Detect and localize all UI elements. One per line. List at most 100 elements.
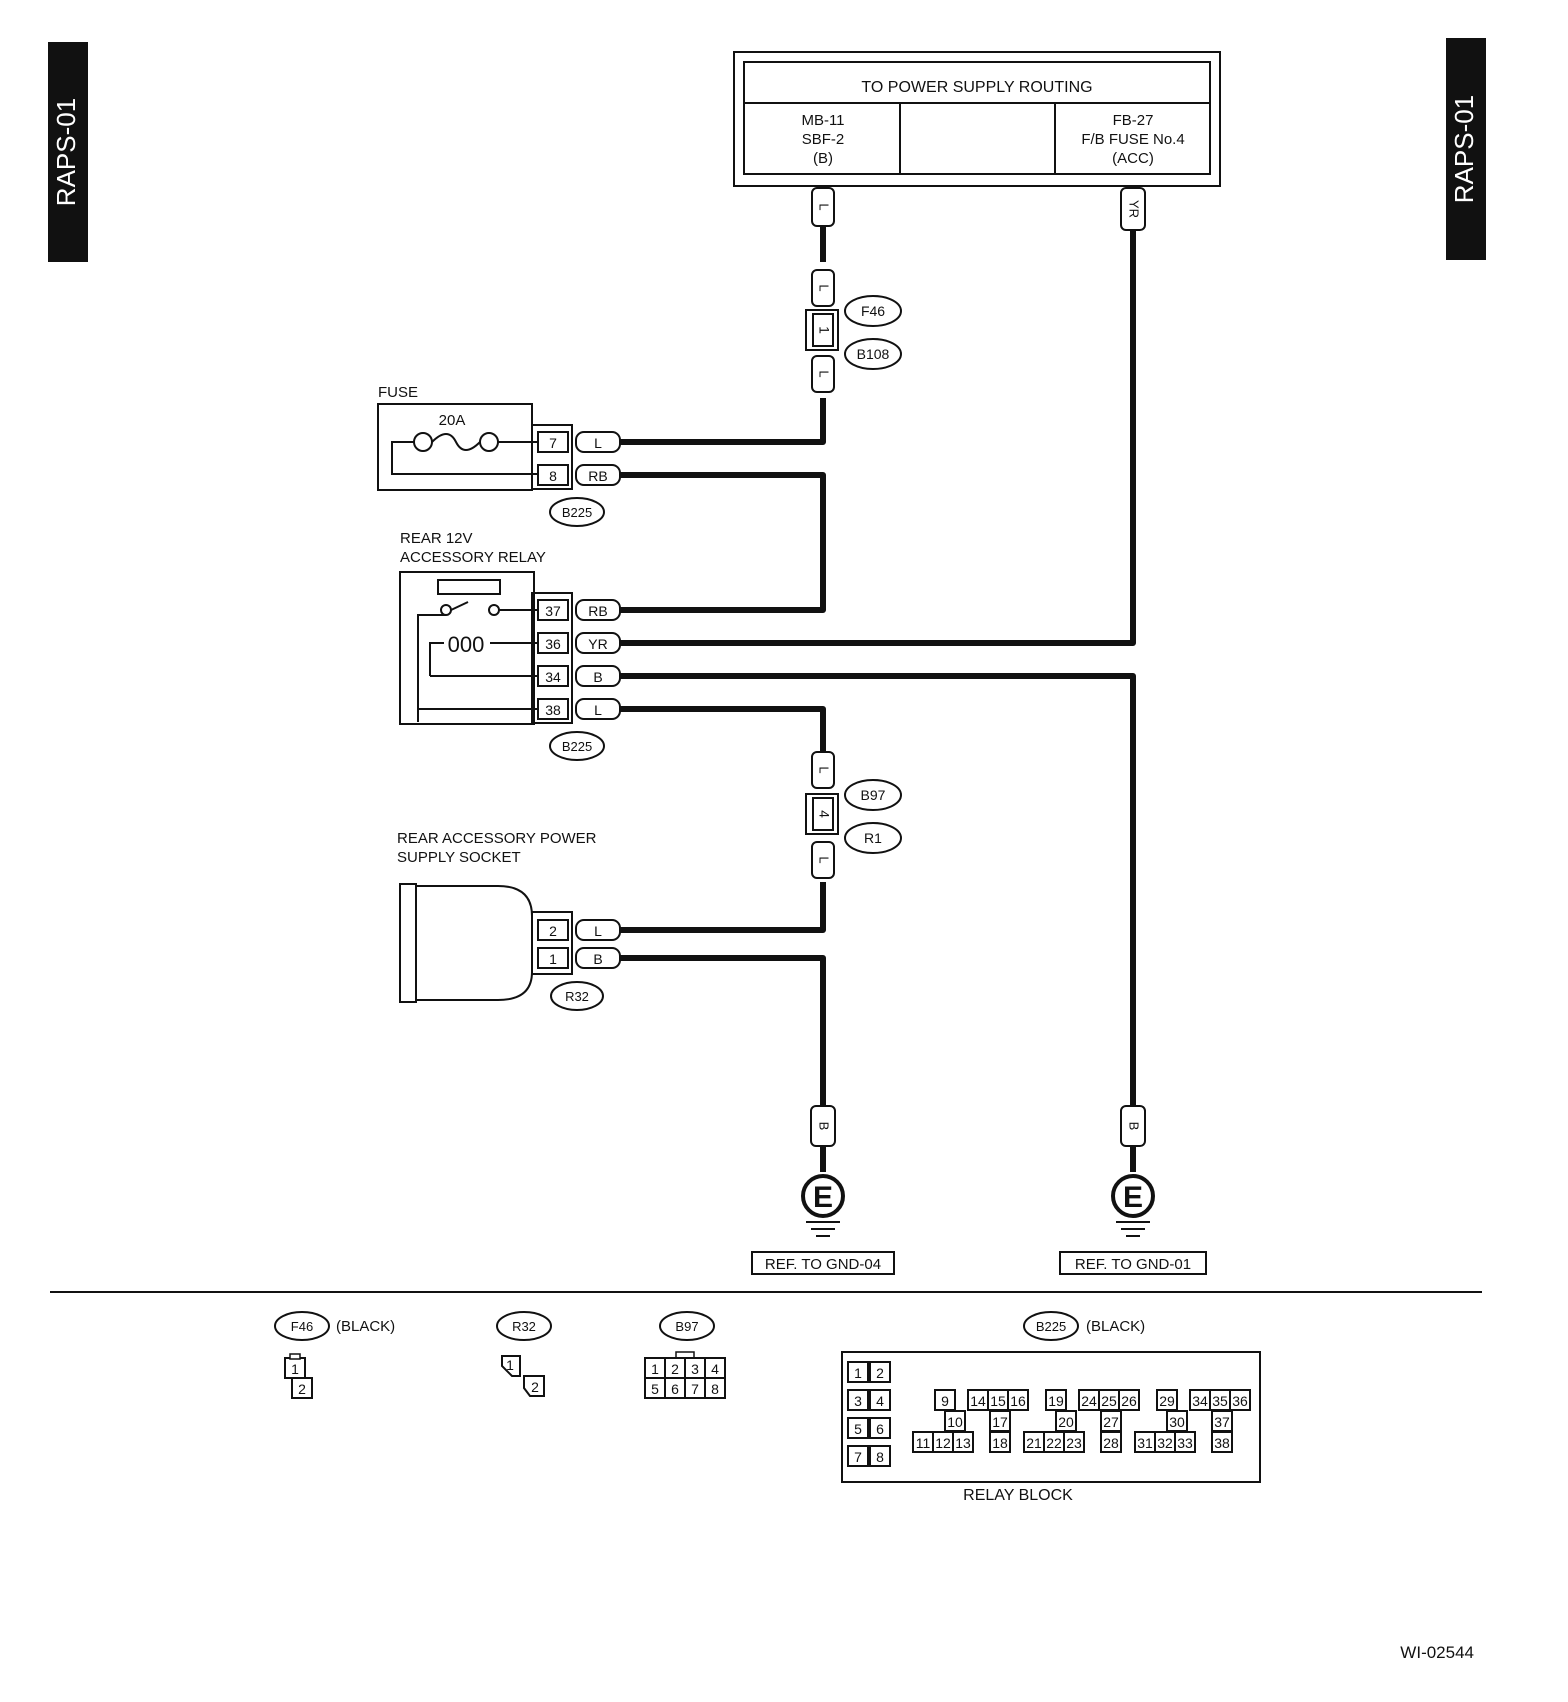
connector-tag-b108: B108 (857, 346, 890, 362)
inline-connector-f46-b108: L 1 L F46 B108 (805, 269, 902, 393)
b225-pin-number: 19 (1048, 1393, 1064, 1409)
connector-view-pin: 1 (506, 1357, 514, 1373)
wire-code: L (817, 284, 832, 291)
b225-pin-number: 31 (1137, 1435, 1153, 1451)
b225-pin-number: 13 (955, 1435, 971, 1451)
wire-tag-b-right-ground: B (1120, 1105, 1146, 1147)
ground-ref-label: REF. TO GND-01 (1075, 1256, 1191, 1273)
connector-view-tag: F46 (291, 1319, 313, 1334)
wire-yr (620, 186, 1136, 646)
b225-pin (847, 1389, 869, 1411)
b225-pin-number: 17 (992, 1414, 1008, 1430)
ground-symbol-icon (1111, 1174, 1155, 1218)
b225-pin (869, 1445, 891, 1467)
b225-pin-number: 35 (1212, 1393, 1228, 1409)
b225-pin-number: 27 (1103, 1414, 1119, 1430)
wire-code: L (817, 370, 832, 377)
relay-pin-wire: L (594, 702, 602, 718)
wire-code: L (817, 203, 832, 210)
wire-rb-fuse-relay (620, 472, 826, 613)
b225-pin (847, 1445, 869, 1467)
b225-pin-number: 23 (1066, 1435, 1082, 1451)
fuse-pin-number: 8 (549, 468, 557, 484)
fuse-component: FUSE 20A 7 8 L RB B225 (377, 384, 621, 527)
b225-pin-number: 29 (1159, 1393, 1175, 1409)
connector-view-pin: 1 (291, 1361, 299, 1377)
wire-b-socket-ground (620, 955, 826, 1108)
connector-view-tag: B97 (675, 1319, 698, 1334)
wire-code: B (1127, 1122, 1142, 1131)
connector-view-pin: 7 (691, 1381, 699, 1397)
ps-right-line-3: (ACC) (1112, 150, 1154, 167)
b225-pin-number: 1 (854, 1365, 862, 1381)
wire-tag-yr-supply: YR (1120, 187, 1146, 231)
wire-code: B (817, 1122, 832, 1131)
wire-tag-l-supply: L (811, 187, 835, 227)
connector-view-pin: 5 (651, 1381, 659, 1397)
socket-connector-tag: R32 (565, 989, 589, 1004)
ground-symbol-icon (801, 1174, 845, 1218)
left-page-tab: RAPS-01 (48, 42, 88, 262)
relay-block-caption: RELAY BLOCK (963, 1487, 1073, 1504)
ps-right-line-1: FB-27 (1113, 112, 1154, 129)
b225-pin (1007, 1389, 1029, 1411)
connector-view-pin: 8 (711, 1381, 719, 1397)
b225-pin-number: 20 (1058, 1414, 1074, 1430)
wire-l-relay-socket (620, 706, 826, 752)
b225-pin-number: 9 (941, 1393, 949, 1409)
b225-pin-number: 16 (1010, 1393, 1026, 1409)
b225-pin-number: 3 (854, 1393, 862, 1409)
b225-pin-number: 18 (992, 1435, 1008, 1451)
b225-pin-number: 6 (876, 1421, 884, 1437)
fuse-connector-tag: B225 (562, 505, 592, 520)
connector-view-r32: R32 1 2 (496, 1311, 552, 1397)
b225-pin-number: 38 (1214, 1435, 1230, 1451)
relay-title-line-2: ACCESSORY RELAY (400, 549, 546, 566)
relay-component: REAR 12V ACCESSORY RELAY 000 37 36 34 38… (399, 530, 621, 761)
b225-pin-number: 15 (990, 1393, 1006, 1409)
wire-b-ground-stubs (820, 1140, 1136, 1172)
b225-pin (847, 1417, 869, 1439)
b225-pin (1118, 1389, 1140, 1411)
b225-pin-number: 2 (876, 1365, 884, 1381)
connector-view-b97: B97 1 2 3 4 5 6 7 8 (644, 1311, 726, 1399)
fuse-pin-wire: RB (588, 468, 607, 484)
b225-pin (1174, 1431, 1196, 1453)
right-tab-label: RAPS-01 (1449, 95, 1479, 203)
connector-view-pin: 2 (671, 1361, 679, 1377)
b225-pin (952, 1431, 974, 1453)
ground-letter: E (813, 1181, 833, 1214)
b225-pin (869, 1417, 891, 1439)
wire-tag-b-left-ground: B (810, 1105, 836, 1147)
right-page-tab: RAPS-01 (1446, 38, 1486, 260)
b225-pin-number: 32 (1157, 1435, 1173, 1451)
power-supply-title: TO POWER SUPPLY ROUTING (861, 79, 1092, 96)
connector-tag-b97: B97 (861, 787, 886, 803)
connector-tag-r1: R1 (864, 830, 882, 846)
b225-pin-number: 24 (1081, 1393, 1097, 1409)
power-supply-routing-box: TO POWER SUPPLY ROUTING MB-11 SBF-2 (B) … (733, 51, 1221, 187)
socket-pin-number: 2 (549, 923, 557, 939)
wire-b-relay-ground (620, 673, 1136, 1108)
relay-title-line-1: REAR 12V (400, 530, 473, 547)
wire-l-to-socket (620, 882, 826, 933)
wire-code: L (817, 766, 832, 773)
socket-pin-number: 1 (549, 951, 557, 967)
b225-pin-number: 26 (1121, 1393, 1137, 1409)
fuse-rating: 20A (439, 412, 466, 429)
b225-pin (869, 1361, 891, 1383)
inline-pin-number: 1 (816, 326, 832, 334)
b225-pin-number: 10 (947, 1414, 963, 1430)
b225-pin-number: 30 (1169, 1414, 1185, 1430)
figure-id: WI-02544 (1400, 1643, 1474, 1662)
ground-ref-label: REF. TO GND-04 (765, 1256, 881, 1273)
relay-pin-number: 34 (545, 669, 561, 685)
b97-pin (704, 1377, 726, 1399)
connector-view-tag: B225 (1036, 1319, 1066, 1334)
b225-pin-number: 33 (1177, 1435, 1193, 1451)
relay-coil: 000 (448, 632, 485, 657)
relay-pin-wire: RB (588, 603, 607, 619)
